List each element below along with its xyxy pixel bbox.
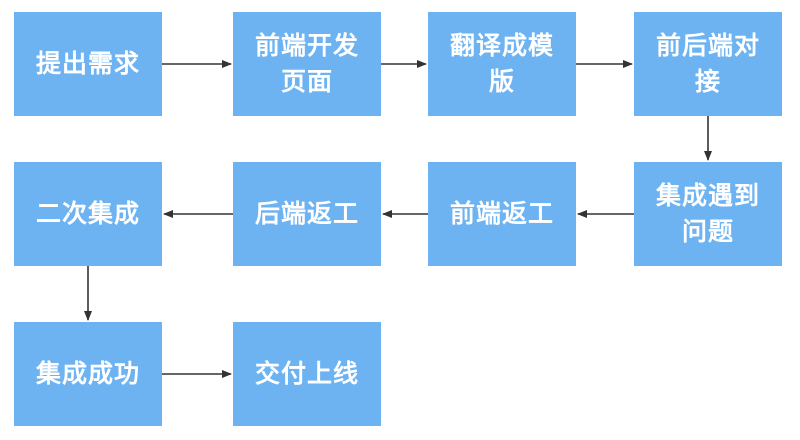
node-label: 集成成功: [35, 359, 140, 388]
node-label: 前后端对接: [655, 31, 760, 96]
node-label: 集成遇到问题: [655, 181, 760, 246]
node-label: 交付上线: [254, 359, 359, 388]
node-integration-issues: 集成遇到问题: [634, 162, 782, 266]
node-label: 翻译成模版: [449, 31, 554, 96]
node-integration-success: 集成成功: [14, 322, 162, 426]
node-frontend-pages: 前端开发页面: [233, 12, 381, 116]
node-label: 前端开发页面: [254, 31, 359, 96]
node-backend-rework: 后端返工: [233, 162, 381, 266]
node-frontend-rework: 前端返工: [428, 162, 576, 266]
node-submit-requirements: 提出需求: [14, 12, 162, 116]
node-label: 前端返工: [449, 199, 554, 228]
node-label: 二次集成: [35, 199, 140, 228]
node-translate-templates: 翻译成模版: [428, 12, 576, 116]
node-deliver-live: 交付上线: [233, 322, 381, 426]
node-fe-be-integration: 前后端对接: [634, 12, 782, 116]
node-label: 提出需求: [35, 49, 140, 78]
node-label: 后端返工: [254, 199, 359, 228]
node-second-integration: 二次集成: [14, 162, 162, 266]
